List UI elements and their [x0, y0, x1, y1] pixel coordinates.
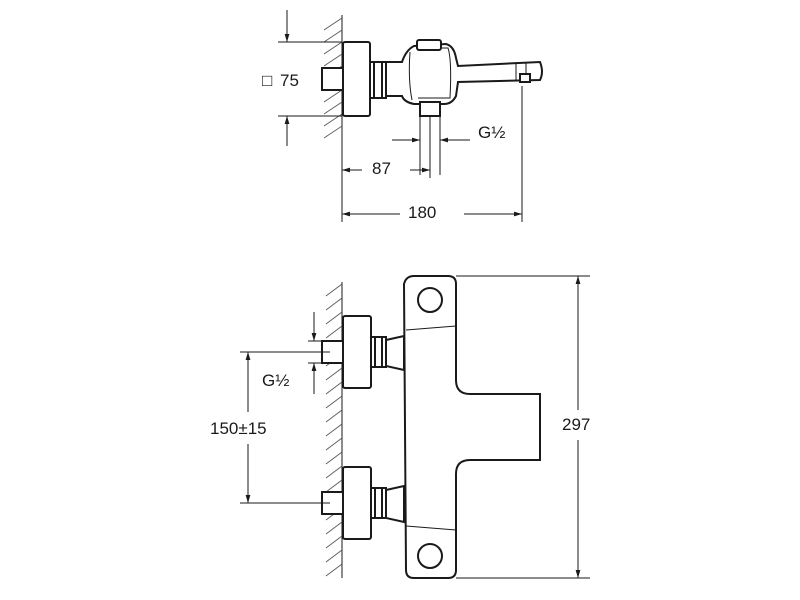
front-view: G½ 150±15 297 [210, 275, 590, 579]
square-symbol: □ [262, 71, 272, 90]
dim-150: 150±15 [210, 351, 330, 504]
upper-escutcheon [342, 315, 372, 389]
dim-label-87: 87 [372, 159, 391, 178]
dim-180: 180 [342, 86, 523, 222]
lower-escutcheon [342, 466, 372, 540]
valve-body-top [385, 42, 543, 105]
dim-297: 297 [456, 275, 590, 579]
thread-label-outlet: G½ [478, 123, 505, 142]
top-handle-cap [417, 287, 443, 313]
dim-thread-inlet: G½ [262, 312, 322, 394]
dim-label-180: 180 [408, 203, 436, 222]
dim-thread-outlet: G½ [392, 116, 505, 175]
dim-square-75: □ 75 [262, 10, 342, 146]
dim-87: 87 [341, 116, 431, 222]
thread-label-inlet: G½ [262, 371, 289, 390]
dim-label-75: 75 [280, 71, 299, 90]
dim-label-297: 297 [562, 415, 590, 434]
thermostat-body [402, 275, 541, 579]
connector-nut-top [369, 61, 387, 99]
lower-connector-nut [370, 487, 387, 519]
wall-hatch-front [325, 282, 343, 578]
bottom-handle-cap [417, 543, 443, 569]
top-view: □ 75 G½ 87 180 [262, 10, 543, 222]
inlet-pipe-top [321, 67, 345, 91]
escutcheon-top [342, 41, 371, 117]
dim-label-150: 150±15 [210, 419, 267, 438]
upper-connector-nut [370, 336, 387, 368]
